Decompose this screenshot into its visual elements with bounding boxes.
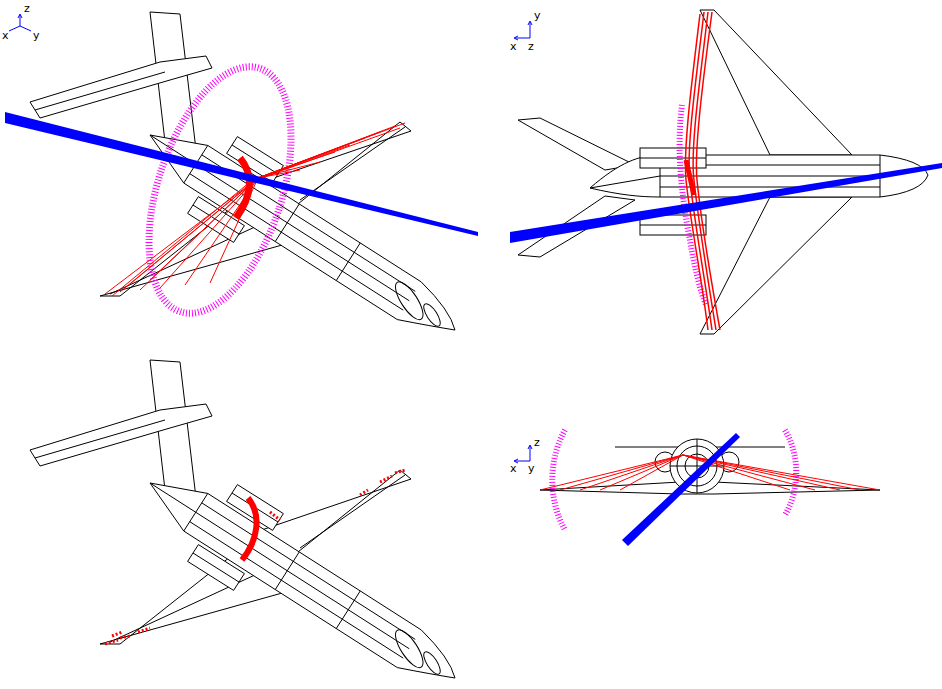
- axis-label: y: [534, 10, 541, 22]
- axis-label: z: [528, 41, 534, 53]
- axis-label: x: [2, 30, 9, 42]
- axis-label: z: [534, 437, 540, 449]
- axis-label: z: [24, 3, 30, 15]
- axis-label: x: [510, 463, 517, 475]
- axis-label: y: [528, 463, 535, 475]
- axis-label: x: [510, 41, 517, 53]
- axis-label: y: [33, 30, 40, 42]
